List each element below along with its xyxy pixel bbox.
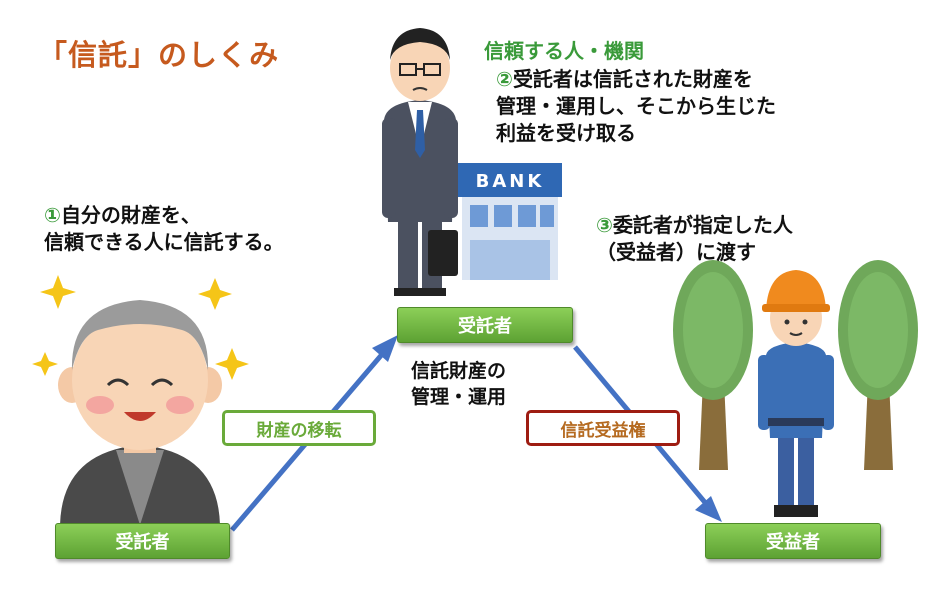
- step3-line1: 委託者が指定した人: [612, 213, 793, 237]
- step1-line2: 信頼できる人に信託する。: [44, 230, 284, 254]
- step2-line3: 利益を受け取る: [496, 121, 636, 145]
- trustee-heading: 信頼する人・機関: [484, 39, 644, 63]
- step3-number: ③: [596, 213, 613, 237]
- center-trustee-box: 受託者: [397, 307, 573, 343]
- left-trustee-box: 受託者: [55, 523, 230, 559]
- tree-right: [838, 260, 918, 470]
- step1-line1: 自分の財産を、: [60, 203, 201, 227]
- page-title: 「信託」のしくみ: [38, 38, 280, 72]
- center-note-line2: 管理・運用: [411, 386, 507, 408]
- tree-left: [673, 260, 753, 470]
- beneficiary-box: 受益者: [705, 523, 881, 559]
- step3-text: ③委託者が指定した人 （受益者）に渡す: [596, 212, 793, 266]
- bank-illustration: BANK: [458, 163, 562, 280]
- step2-number: ②: [496, 67, 513, 91]
- step3-line2: （受益者）に渡す: [596, 240, 756, 264]
- transfer-label: 財産の移転: [222, 410, 376, 446]
- sparkle-icon: [32, 275, 249, 380]
- step2-line2: 管理・運用し、そこから生じた: [496, 94, 776, 118]
- beneficial-right-label: 信託受益権: [526, 410, 680, 446]
- step2-text: ②受託者は信託された財産を 管理・運用し、そこから生じた 利益を受け取る: [496, 66, 776, 147]
- center-note-line1: 信託財産の: [411, 360, 507, 382]
- center-note: 信託財産の 管理・運用: [411, 358, 506, 410]
- trustee-illustration: [382, 28, 458, 296]
- beneficiary-illustration: [758, 270, 834, 517]
- bank-sign: BANK: [476, 171, 545, 192]
- step2-line1: 受託者は信託された財産を: [512, 67, 753, 91]
- step1-text: ①自分の財産を、 信頼できる人に信託する。: [44, 202, 284, 256]
- settlor-illustration: [32, 275, 249, 525]
- step1-number: ①: [44, 203, 61, 227]
